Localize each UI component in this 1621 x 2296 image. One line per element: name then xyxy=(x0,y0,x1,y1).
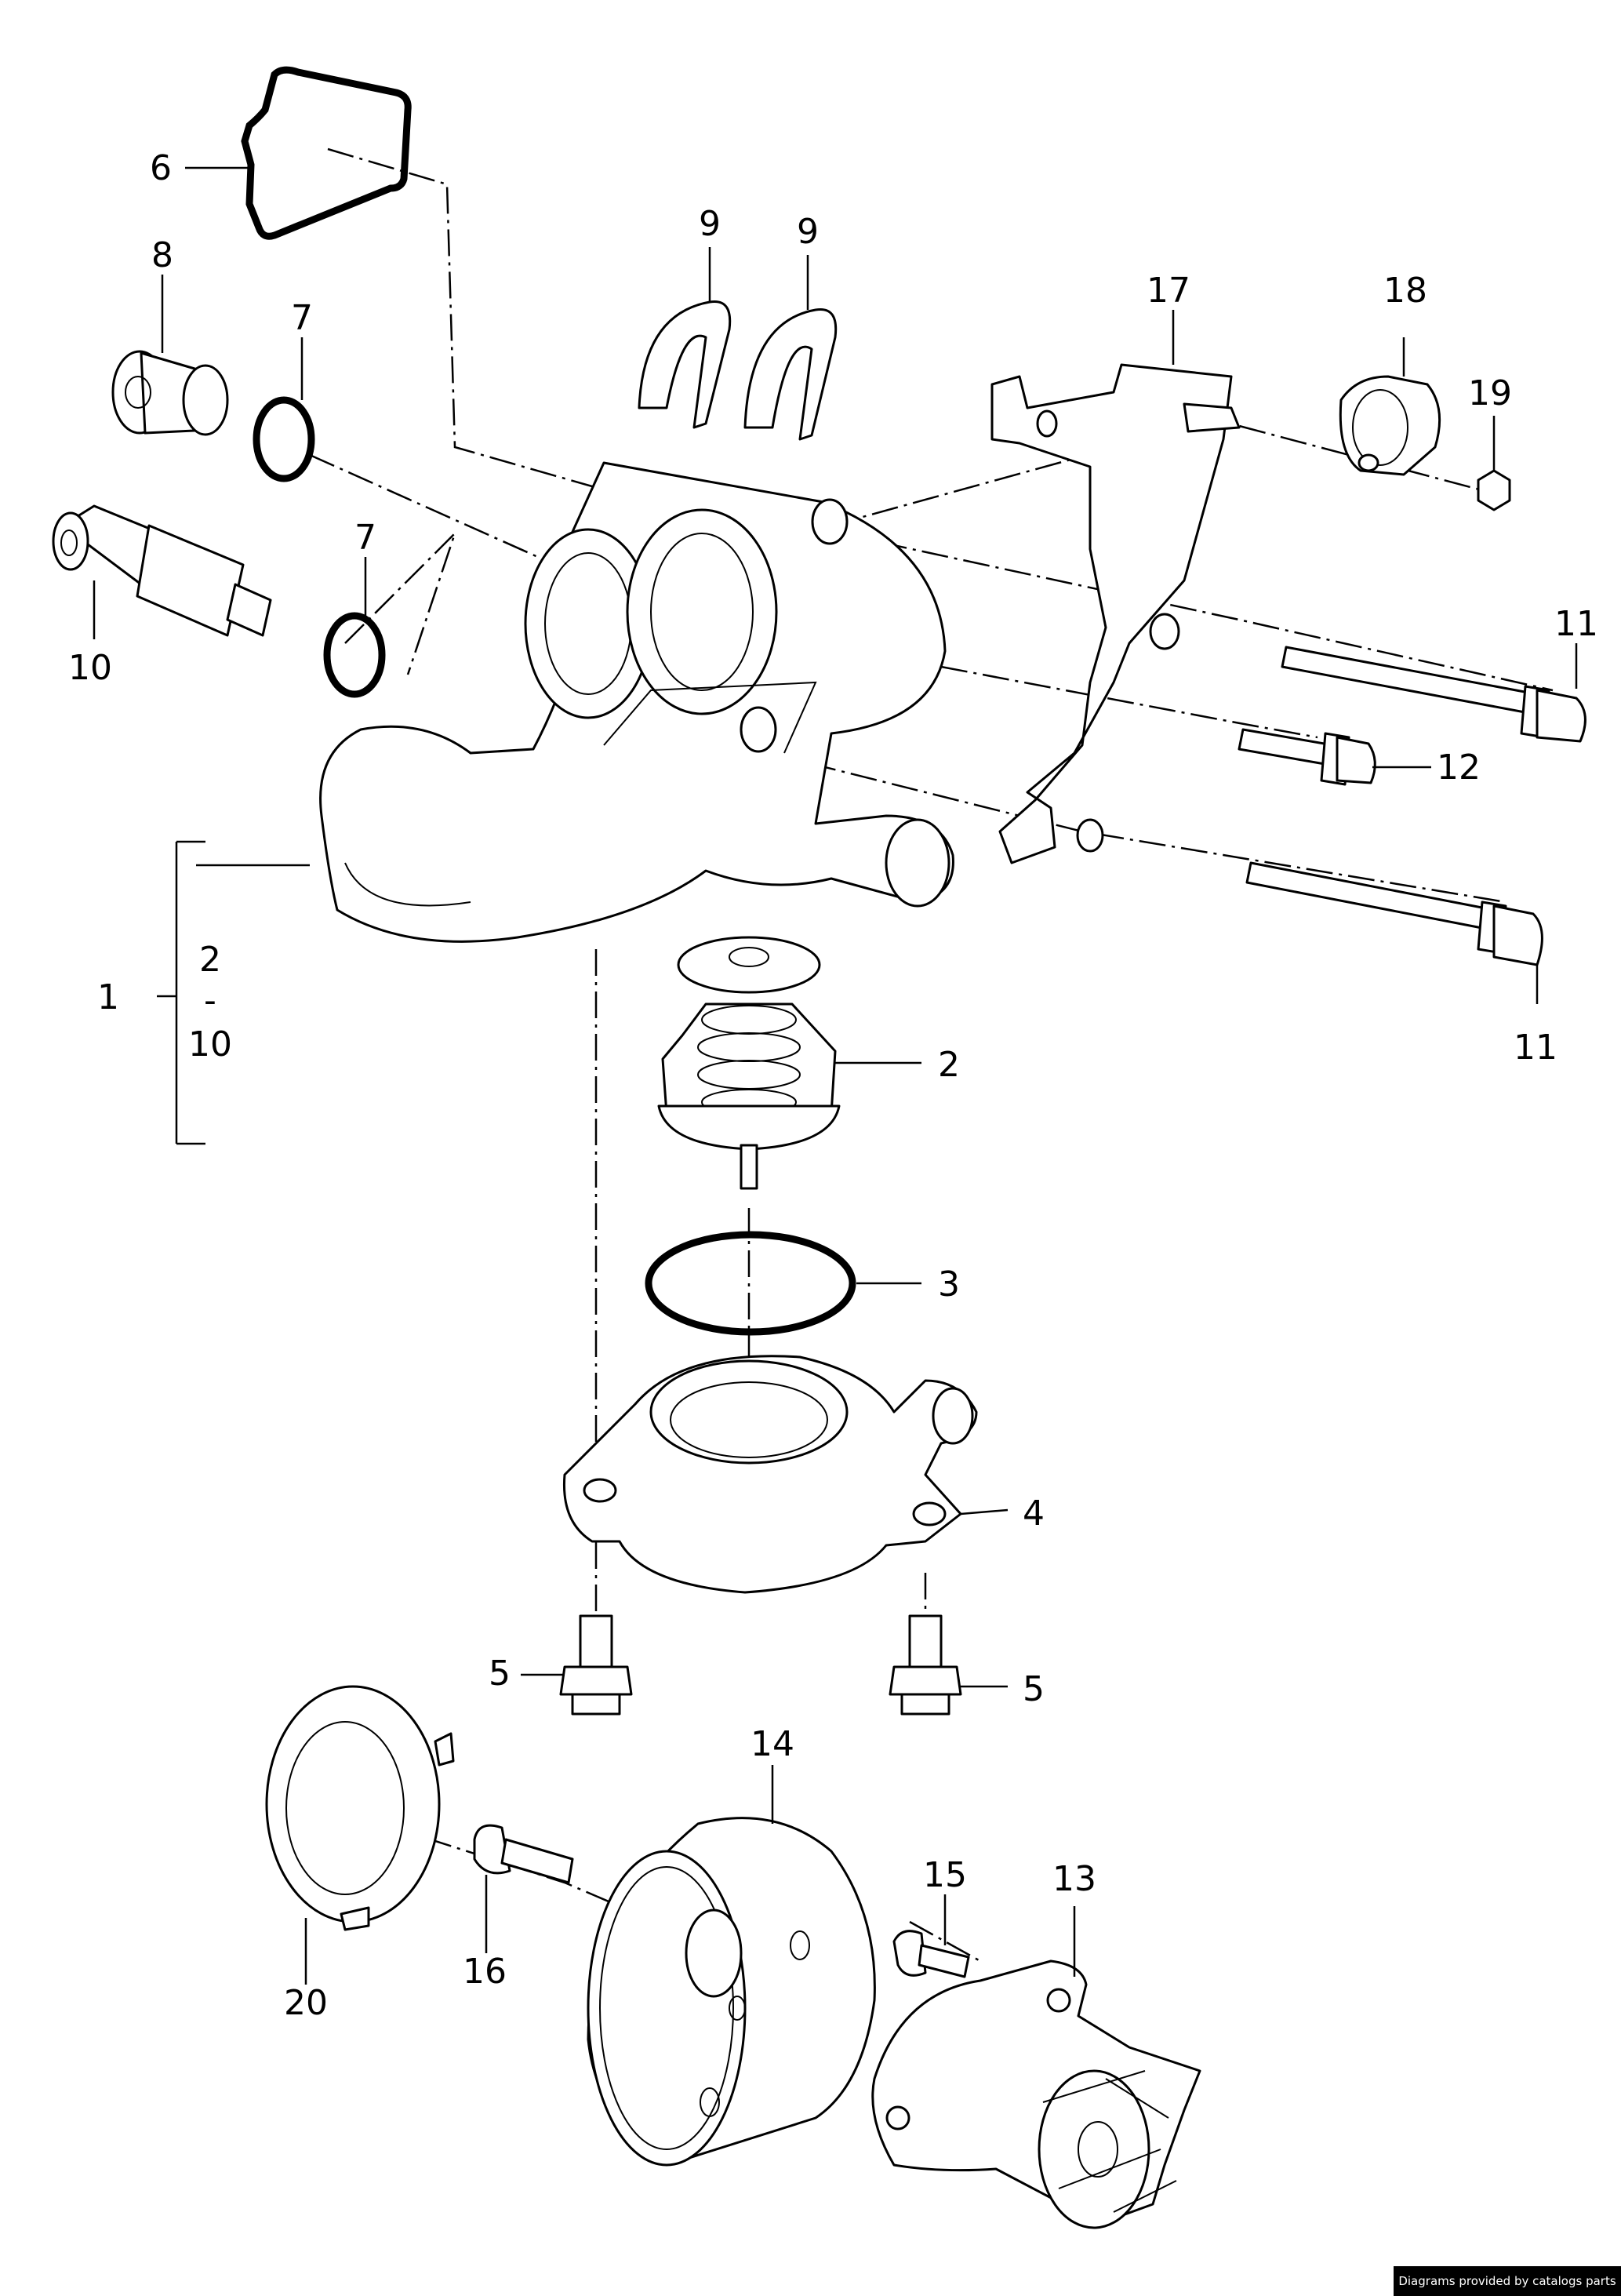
callout-14: 14 xyxy=(751,1724,794,1764)
callout-18: 18 xyxy=(1383,271,1427,311)
bracket-part-17 xyxy=(990,363,1241,864)
clip-part-9-right xyxy=(743,307,838,441)
callout-17: 17 xyxy=(1147,271,1190,311)
bolt-part-15 xyxy=(892,1930,970,1978)
water-pump-part-13 xyxy=(871,1959,1201,2229)
cover-plate-part-20 xyxy=(265,1685,455,1931)
bolt-part-5-right xyxy=(889,1614,962,1716)
bolt-part-12 xyxy=(1238,728,1376,786)
nut-part-19 xyxy=(1477,469,1511,511)
thermostat-cover-part-4 xyxy=(562,1355,978,1594)
callout-12: 12 xyxy=(1437,748,1481,788)
temperature-sender-part-10 xyxy=(52,504,272,637)
callout-6: 6 xyxy=(150,148,172,188)
callout-15: 15 xyxy=(923,1855,967,1895)
bolt-part-5-left xyxy=(559,1614,633,1716)
pulley-part-14 xyxy=(587,1817,876,2167)
callout-1: 1 xyxy=(97,977,119,1017)
o-ring-part-3 xyxy=(645,1231,856,1336)
cover-gasket-part-6 xyxy=(241,66,412,240)
bolt-part-16 xyxy=(473,1824,574,1884)
thermostat-part-2 xyxy=(657,936,841,1190)
callout-2: 2 xyxy=(938,1045,960,1085)
callout-range-dash: - xyxy=(204,981,216,1021)
callout-10: 10 xyxy=(68,648,112,688)
bolt-part-11-upper xyxy=(1281,646,1586,743)
callout-13: 13 xyxy=(1052,1859,1096,1899)
credit-badge: Diagrams provided by catalogs parts xyxy=(1394,2266,1621,2296)
callout-7-upper: 7 xyxy=(291,298,313,338)
clip-part-9-left xyxy=(638,300,732,429)
plug-part-8 xyxy=(111,350,229,436)
callout-20: 20 xyxy=(284,1983,328,2023)
o-ring-part-7-upper xyxy=(253,396,315,482)
callout-5-right: 5 xyxy=(1023,1669,1045,1709)
callout-4: 4 xyxy=(1023,1494,1045,1534)
thermostat-housing-part-1 xyxy=(319,461,954,943)
callout-labels: 1 2 - 10 2 3 4 5 5 6 7 7 8 9 9 10 11 11 … xyxy=(68,148,1598,2023)
callout-7-lower: 7 xyxy=(354,518,376,558)
callout-11-lower: 11 xyxy=(1514,1028,1557,1068)
o-ring-part-7-lower xyxy=(323,612,386,698)
leader-lines xyxy=(93,166,1578,1985)
callout-9-right: 9 xyxy=(797,212,819,252)
callout-range-start-2: 2 xyxy=(199,940,221,980)
callout-11-upper: 11 xyxy=(1554,604,1598,644)
callout-19: 19 xyxy=(1468,373,1512,413)
callout-range-end-10: 10 xyxy=(188,1024,232,1064)
callout-8: 8 xyxy=(151,235,173,275)
callout-5-left: 5 xyxy=(489,1654,511,1694)
callout-9-left: 9 xyxy=(699,204,721,244)
flange-part-18 xyxy=(1339,375,1441,476)
bolt-part-11-lower xyxy=(1245,861,1543,966)
callout-3: 3 xyxy=(938,1264,960,1304)
callout-16: 16 xyxy=(463,1952,507,1992)
